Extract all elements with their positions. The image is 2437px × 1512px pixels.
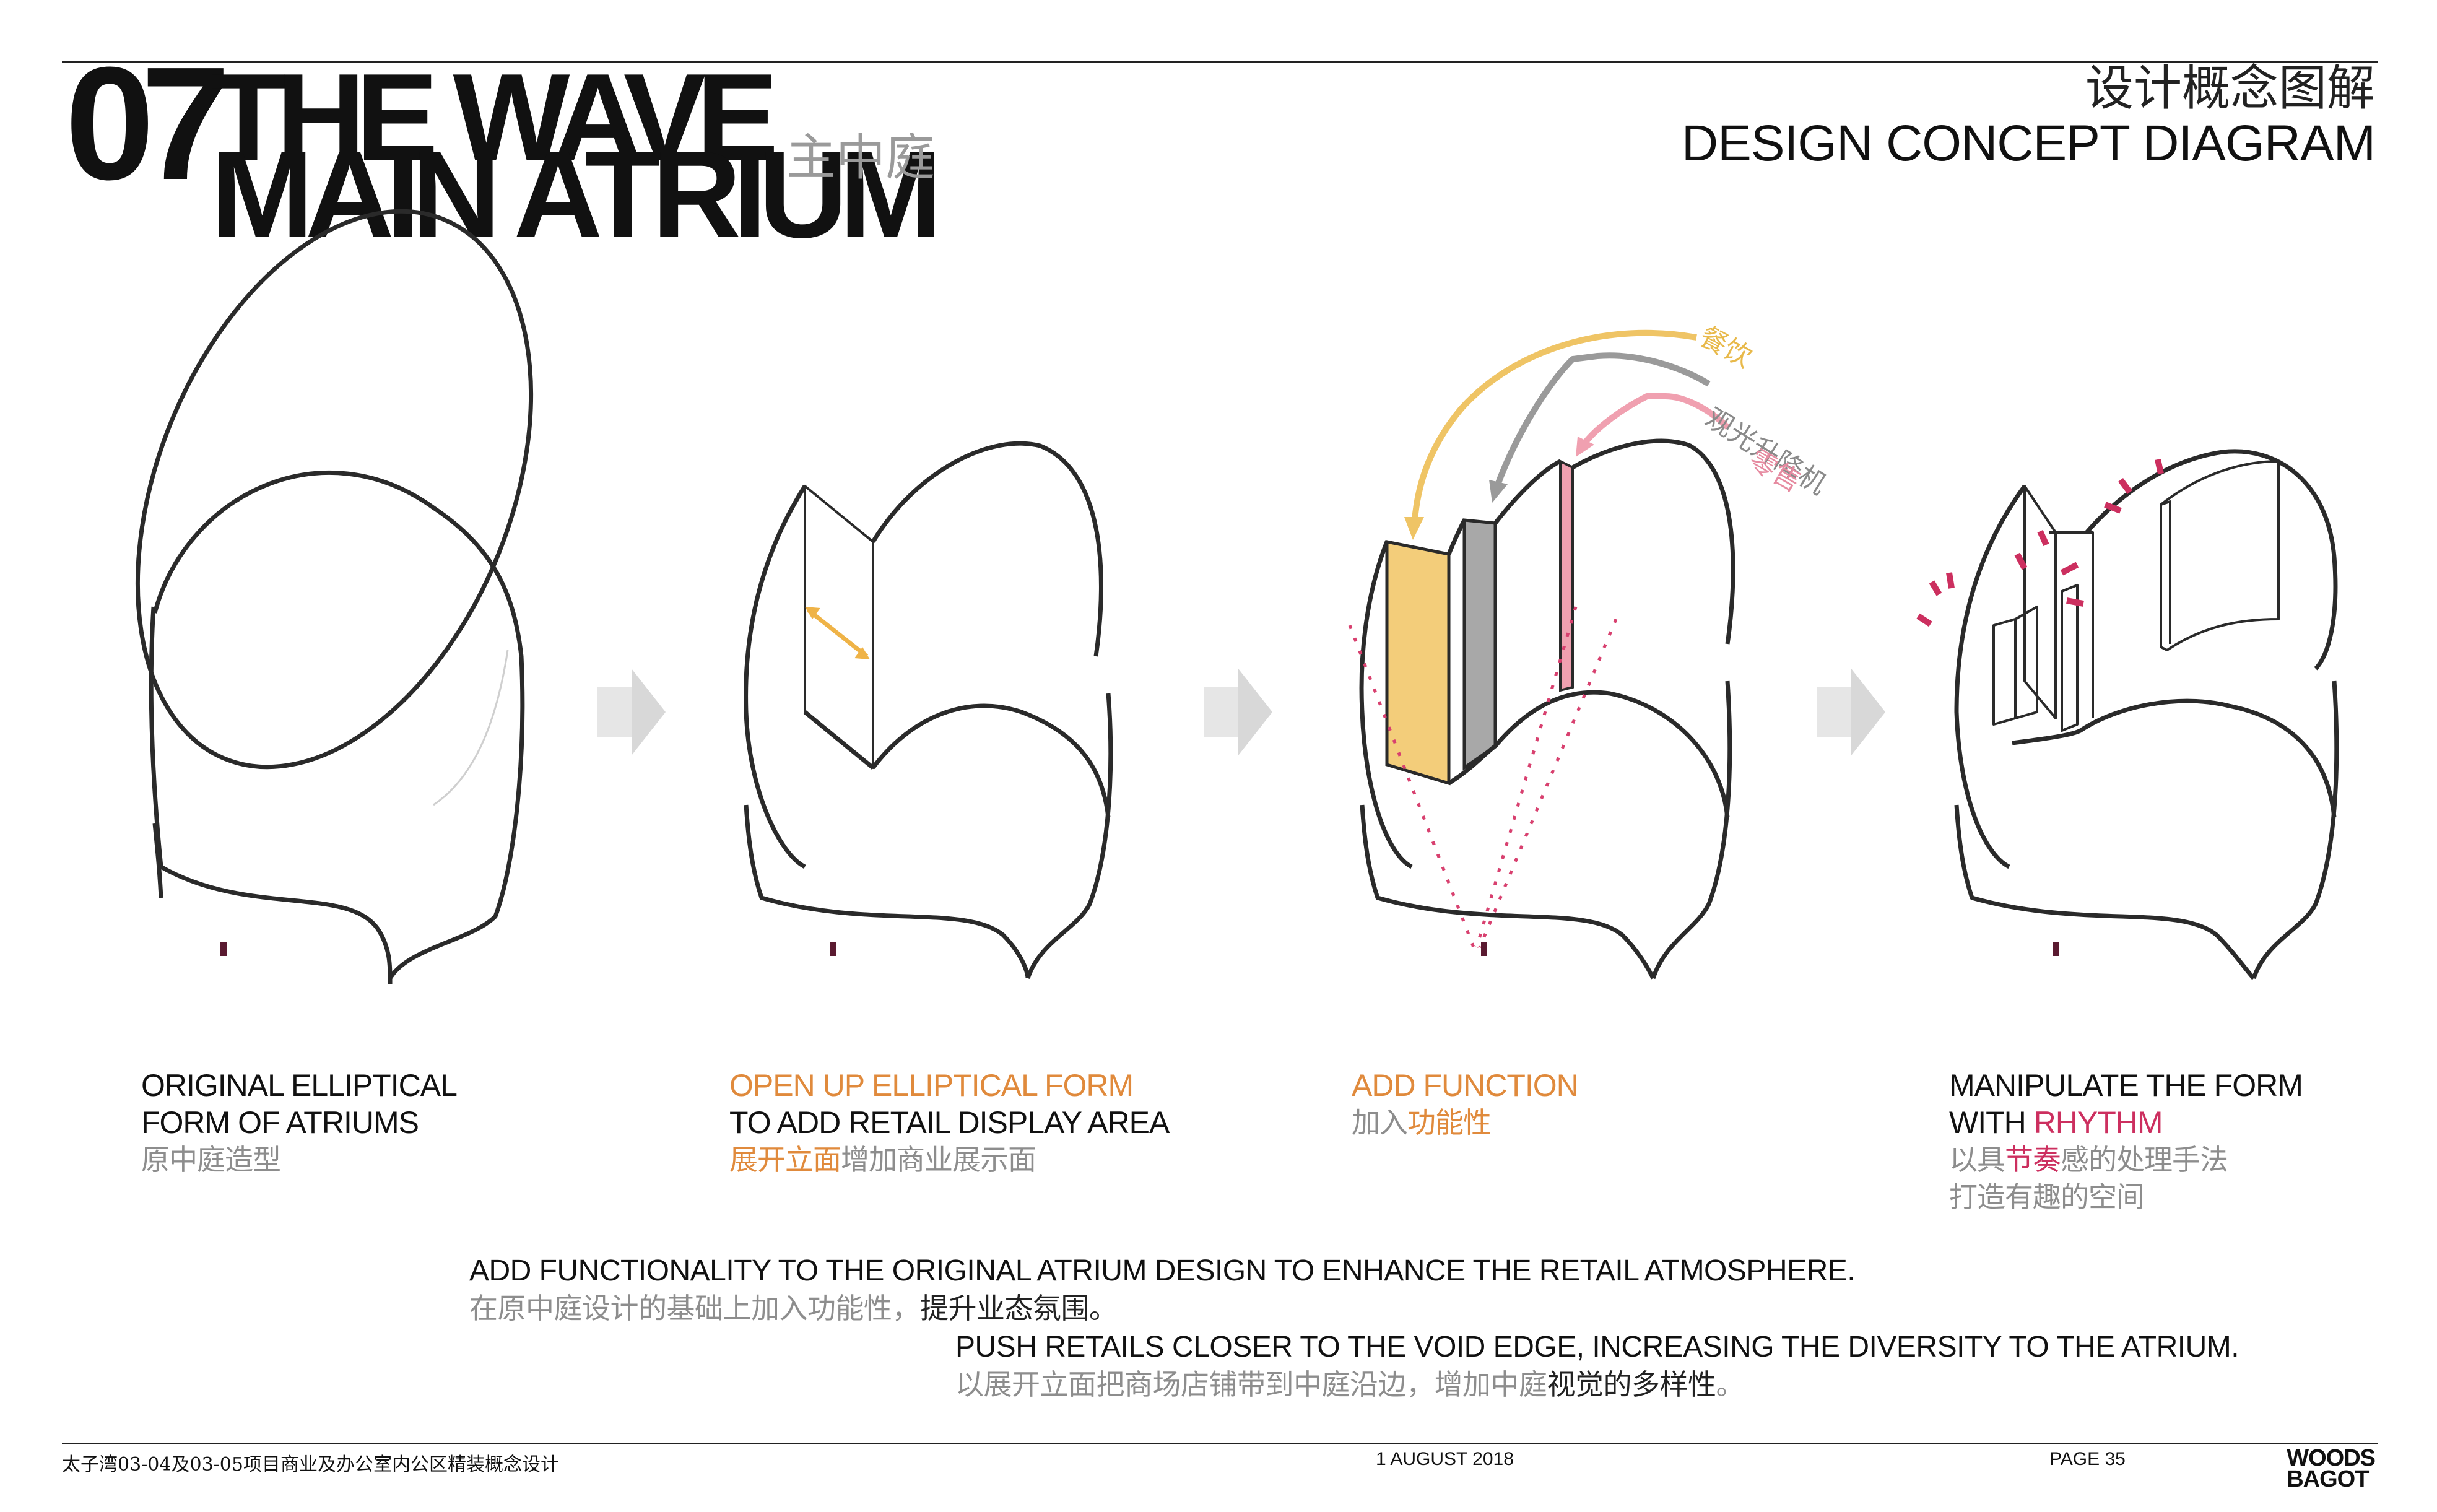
diagram-rhythm (1916, 449, 2339, 980)
step-caption-3: ADD FUNCTION 加入功能性 (1352, 1068, 1579, 1139)
diagram-original-ellipse (135, 209, 534, 984)
woods-bagot-logo: WOODS BAGOT (2287, 1445, 2376, 1492)
person-figure-3 (1481, 942, 1487, 956)
diagram-add-function (1348, 329, 1735, 980)
page-title-cn: 设计概念图解 (2085, 61, 2375, 116)
step-arrow-3 (1817, 669, 1885, 755)
footer-project: 太子湾03-04及03-05项目商业及办公室内公区精装概念设计 (62, 1454, 559, 1475)
step-arrow-2 (1204, 669, 1272, 755)
title-line-2: MAIN ATRIUM (211, 126, 942, 264)
footer-date: 1 AUGUST 2018 (1376, 1449, 1514, 1469)
title-line-1: THE WAVE (211, 48, 779, 186)
person-figure-1 (220, 942, 227, 956)
footer-rule (62, 1443, 2378, 1444)
summary-block-1: ADD FUNCTIONALITY TO THE ORIGINAL ATRIUM… (469, 1254, 1856, 1325)
section-number: 07 (65, 34, 230, 214)
title-cn: 主中庭 (786, 129, 935, 186)
top-rule (62, 61, 2378, 63)
person-figure-4 (2053, 942, 2059, 956)
step-caption-1: ORIGINAL ELLIPTICAL FORM OF ATRIUMS 原中庭造… (141, 1068, 458, 1176)
step-arrow-1 (597, 669, 666, 755)
summary-block-2: PUSH RETAILS CLOSER TO THE VOID EDGE, IN… (955, 1331, 2239, 1401)
footer-page: PAGE 35 (2049, 1449, 2126, 1469)
expand-arrow (806, 608, 869, 658)
diagram-open-form (744, 441, 1113, 980)
step-caption-2: OPEN UP ELLIPTICAL FORM TO ADD RETAIL DI… (729, 1068, 1170, 1176)
hidden-line (433, 650, 509, 806)
person-figure-2 (830, 942, 836, 956)
page-title-en: DESIGN CONCEPT DIAGRAM (1681, 115, 2376, 172)
step-caption-4: MANIPULATE THE FORM WITH RHYTHM 以具节奏感的处理… (1949, 1068, 2303, 1214)
